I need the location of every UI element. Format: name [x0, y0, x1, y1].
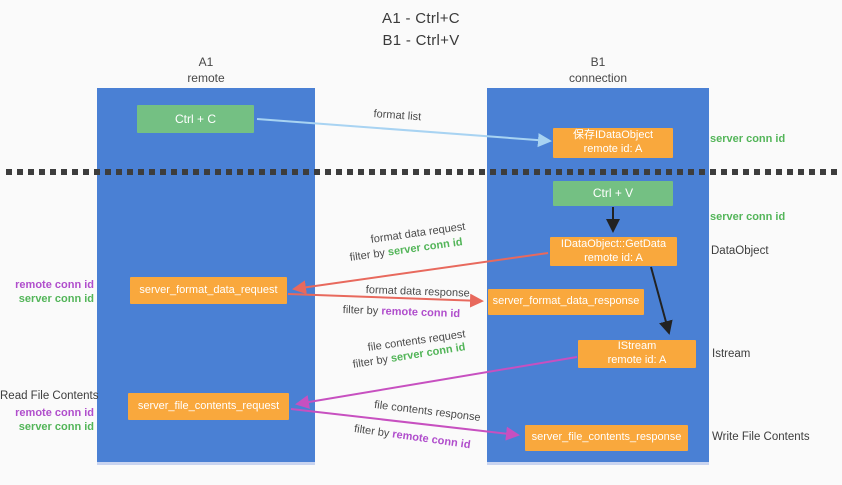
node-server-file-contents-response: server_file_contents_response: [525, 425, 688, 451]
side-label-istream: Istream: [712, 348, 751, 360]
arrow-file-contents-request: [295, 356, 578, 409]
lane-b1-role: connection: [568, 70, 628, 85]
title-line-1: A1 - Ctrl+C: [382, 10, 460, 27]
node-ctrl-c: Ctrl + C: [137, 105, 254, 133]
node-istream-line1: IStream: [617, 340, 657, 353]
side-label-server-conn-id-left-2: server conn id: [18, 421, 94, 433]
lane-header-a1: A1 remote: [97, 55, 315, 86]
side-label-remote-conn-id-1: remote conn id: [15, 279, 94, 291]
side-label-server-conn-id-left-1: server conn id: [18, 293, 94, 305]
node-server-file-contents-request-label: server_file_contents_request: [137, 399, 280, 412]
side-label-remote-conn-id-2: remote conn id: [15, 407, 94, 419]
title-line-2: B1 - Ctrl+V: [382, 31, 460, 49]
side-label-dataobject: DataObject: [711, 245, 769, 257]
lane-b1-name: B1: [590, 55, 606, 69]
arrow-format-list: [256, 118, 552, 148]
side-label-write-file-contents: Write File Contents: [712, 431, 810, 443]
node-ctrl-v: Ctrl + V: [553, 181, 673, 206]
arrow-getdata-to-istream: [650, 266, 673, 335]
node-ctrl-v-label: Ctrl + V: [592, 186, 634, 200]
node-istream: IStream remote id: A: [578, 340, 696, 368]
arrow-file-contents-response: [290, 408, 520, 441]
node-server-file-contents-response-label: server_file_contents_response: [531, 431, 682, 444]
lane-a1-name: A1: [198, 55, 214, 69]
node-server-format-data-request: server_format_data_request: [130, 277, 287, 304]
lane-a1-role: remote: [187, 70, 225, 85]
node-save-idataobject-line2: remote id: A: [583, 143, 643, 155]
node-server-format-data-response-label: server_format_data_response: [492, 295, 640, 308]
node-server-file-contents-request: server_file_contents_request: [128, 393, 289, 420]
node-save-idataobject-line1: 保存IDataObject: [572, 129, 654, 142]
node-save-idataobject: 保存IDataObject remote id: A: [553, 128, 673, 158]
node-idataobject-getdata: IDataObject::GetData remote id: A: [550, 237, 677, 266]
lane-header-b1: B1 connection: [487, 55, 709, 86]
side-label-server-conn-id-top: server conn id: [710, 133, 786, 145]
node-getdata-line1: IDataObject::GetData: [560, 237, 667, 250]
node-server-format-data-response: server_format_data_response: [488, 289, 644, 315]
filter-by-text: filter by: [342, 304, 379, 318]
node-server-format-data-request-label: server_format_data_request: [139, 283, 278, 296]
node-istream-line2: remote id: A: [607, 354, 667, 366]
node-getdata-line2: remote id: A: [584, 251, 643, 264]
diagram-title: A1 - Ctrl+C B1 - Ctrl+V: [0, 8, 842, 52]
arrow-format-data-request: [292, 252, 549, 295]
node-ctrl-c-label: Ctrl + C: [174, 111, 216, 126]
side-label-read-file-contents: Read File Contents: [0, 390, 99, 402]
side-label-server-conn-id-mid: server conn id: [710, 211, 786, 223]
arrow-format-data-response: [287, 293, 484, 308]
